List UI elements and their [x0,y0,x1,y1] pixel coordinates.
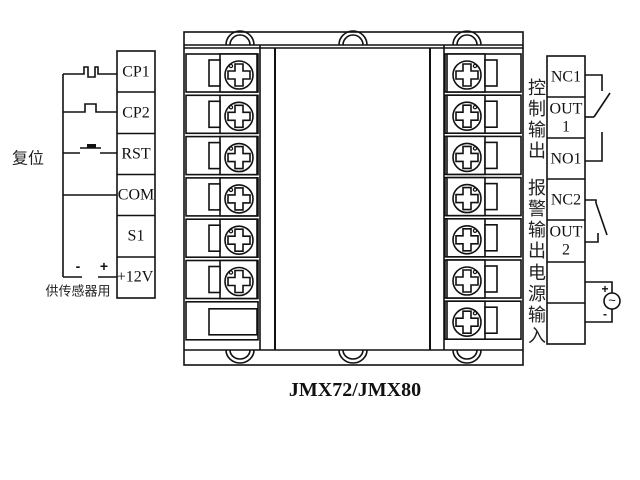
power-plus-sign: + [601,282,608,296]
terminal-label-cp2: CP2 [122,105,150,122]
right-terminal-slot [444,94,522,134]
terminal-label-out2-number: 2 [562,242,570,259]
right-label-frame [546,55,586,345]
right-screw-terminal-block [444,53,522,341]
group-label-control-output: 控制输出 [525,78,546,162]
sensor-supply-label: 供传感器用 [45,284,110,300]
screw-icon [452,101,482,131]
ac-source-symbol: ~ [608,293,616,308]
terminal-label-no1: NO1 [550,151,581,168]
nc2-contact-wire [585,199,597,203]
right-terminal-slot [444,218,522,258]
mounting-clips [225,30,482,364]
left-wiring: - + 复位 供传感器用 [12,66,117,300]
terminal-label-out2: OUT [550,224,583,241]
left-terminal-label-box: CP1 CP2 RST COM S1 +12V [116,50,156,299]
terminal-label-out1-number: 1 [562,119,570,136]
terminal-label-com: COM [118,187,154,204]
ac-source-icon [603,292,621,310]
left-terminal-slot [185,135,259,176]
screw-icon [224,184,254,214]
bottom-mounting-clip-icon [225,349,255,364]
right-terminal-label-box: NC1 OUT 1 NO1 NC2 OUT 2 [546,55,586,345]
bottom-mounting-clip-icon [338,349,368,364]
reset-pushbutton-icon [63,144,117,154]
terminal-label-12v: +12V [117,269,154,286]
right-terminal-slot [444,300,522,341]
left-terminal-slot [185,177,259,217]
sensor-minus-sign: - [76,258,81,274]
screw-icon [224,142,254,173]
terminal-label-nc2: NC2 [551,192,581,209]
left-terminal-slot [185,259,259,300]
screw-icon [224,101,254,132]
left-terminal-slot [185,300,259,341]
device-center-panel [276,49,429,349]
terminal-label-out1: OUT [550,101,583,118]
cp2-pulse-icon [63,103,117,113]
alarm-relay-switch-icon [595,202,608,236]
screw-icon [224,60,254,90]
left-screw-terminal-block [185,53,259,341]
top-mounting-clip-icon [452,30,482,46]
top-mounting-clip-icon [225,30,255,46]
nc1-contact-wire [585,74,603,91]
right-terminal-slot [444,259,522,299]
screw-icon [452,183,482,214]
screw-icon [452,266,482,296]
no1-contact-wire [585,132,603,162]
out2-wire [585,233,599,243]
model-title: JMX72/JMX80 [289,379,421,401]
left-terminal-slot [185,218,259,258]
terminal-label-rst: RST [121,146,151,163]
power-minus-sign: - [603,307,607,321]
control-relay-switch-icon [593,92,611,118]
terminal-label-cp1: CP1 [122,64,150,81]
bottom-mounting-clip-icon [452,349,482,364]
right-terminal-slot [444,176,522,217]
group-label-power-input: 电源输入 [525,263,546,347]
left-terminal-slot [185,94,259,135]
device-rear-view [183,30,524,366]
top-mounting-clip-icon [338,30,368,46]
right-terminal-slot [444,135,522,176]
right-wiring: ~ + - [585,74,621,323]
screw-icon [452,60,482,90]
power-wire-1 [585,281,613,293]
screw-icon [452,225,482,255]
sensor-plus-sign: + [100,258,108,274]
terminal-label-nc1: NC1 [551,69,581,86]
right-terminal-slot [444,53,522,93]
screw-icon [224,266,254,297]
screw-icon [224,225,254,255]
blank-slot [208,307,258,336]
power-wire-2 [585,309,613,323]
screw-icon [452,142,482,173]
reset-label: 复位 [12,149,44,168]
terminal-label-s1: S1 [128,228,145,245]
cp1-pulse-icon [63,66,117,78]
group-label-alarm-output: 报警输出 [525,178,546,262]
screw-icon [452,307,482,338]
left-terminal-slot [185,53,259,93]
